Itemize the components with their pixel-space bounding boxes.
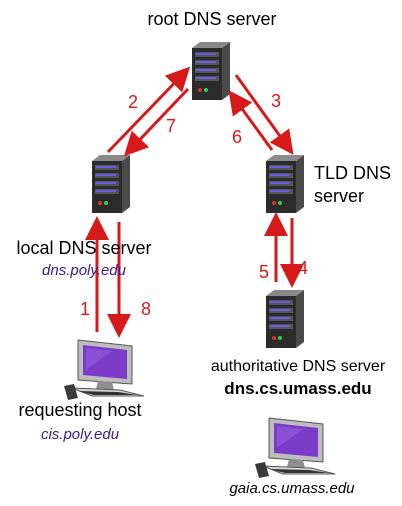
tld-server-label-line2: server [314,186,365,206]
requesting-host-computer-icon [63,339,145,401]
step-label-7: 7 [166,116,177,136]
arrow-step-6 [228,90,274,151]
local-server-label: local DNS server [16,238,152,258]
arrow-step-2 [106,66,191,154]
authoritative-server-label: authoritative DNS server [210,358,386,375]
step-label-6: 6 [232,127,243,147]
step-label-8: 8 [141,299,152,319]
step-label-5: 5 [259,262,270,282]
tld-server-icon [266,155,304,213]
tld-server-label-line1: TLD DNS [314,163,392,183]
authoritative-server-icon [266,290,304,348]
root-server-icon [192,42,230,100]
requesting-host-domain: cis.poly.edu [40,426,120,443]
requesting-host-label: requesting host [18,400,142,420]
local-server-icon [92,155,130,213]
gaia-host-domain: gaia.cs.umass.edu [229,480,355,497]
arrow-step-7 [123,87,190,157]
authoritative-server-domain: dns.cs.umass.edu [224,379,372,398]
step-label-1: 1 [80,299,91,319]
step-label-3: 3 [271,91,282,111]
step-label-2: 2 [128,92,139,112]
gaia-host-computer-icon [254,417,336,479]
root-server-label: root DNS server [147,9,277,29]
step-label-4: 4 [298,258,309,278]
arrow-step-3 [234,74,294,155]
local-server-domain: dns.poly.edu [42,262,126,279]
